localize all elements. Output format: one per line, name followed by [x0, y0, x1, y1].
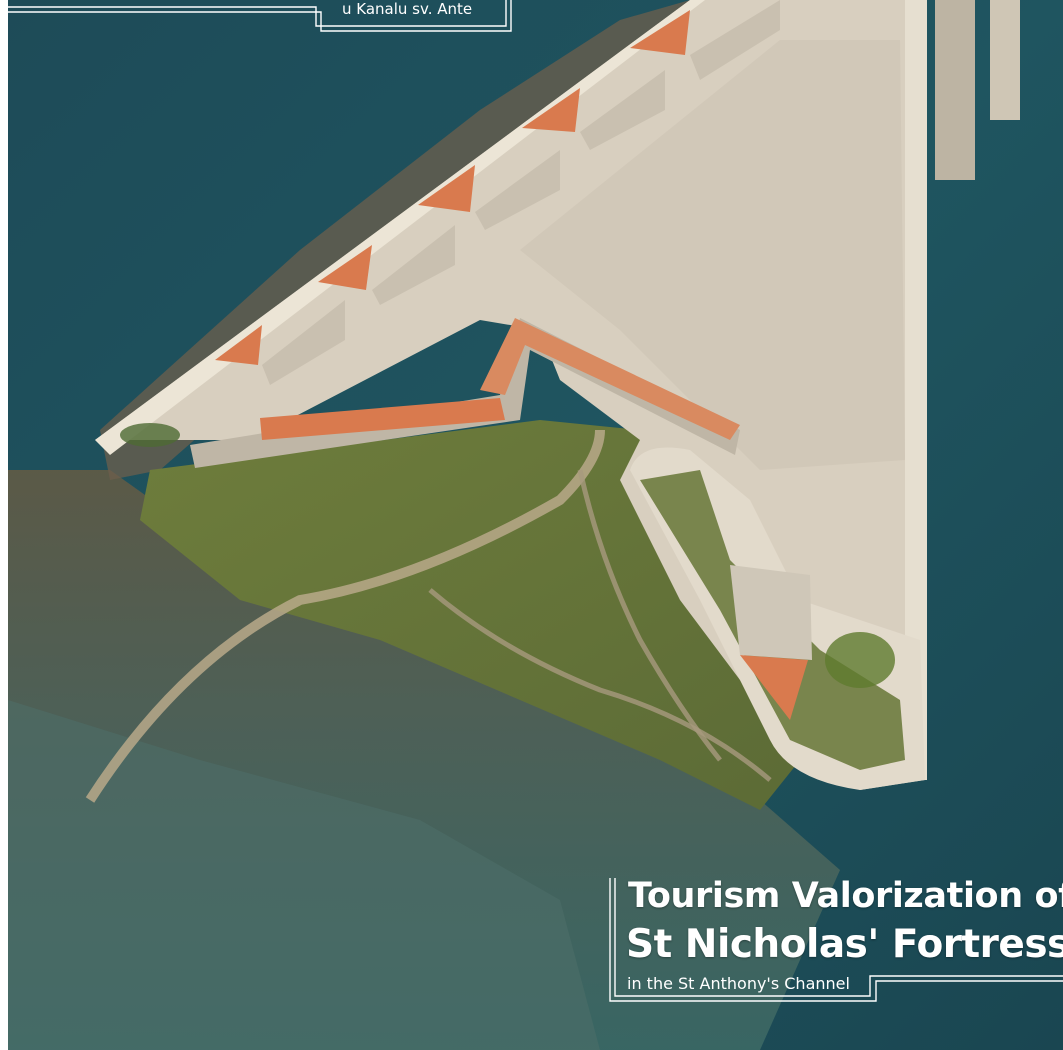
top-caption: u Kanalu sv. Ante — [342, 0, 473, 18]
title-line-2: St Nicholas' Fortress — [626, 922, 1063, 967]
title-line-1: Tourism Valorization of — [628, 876, 1063, 916]
subtitle: in the St Anthony's Channel — [627, 974, 850, 993]
